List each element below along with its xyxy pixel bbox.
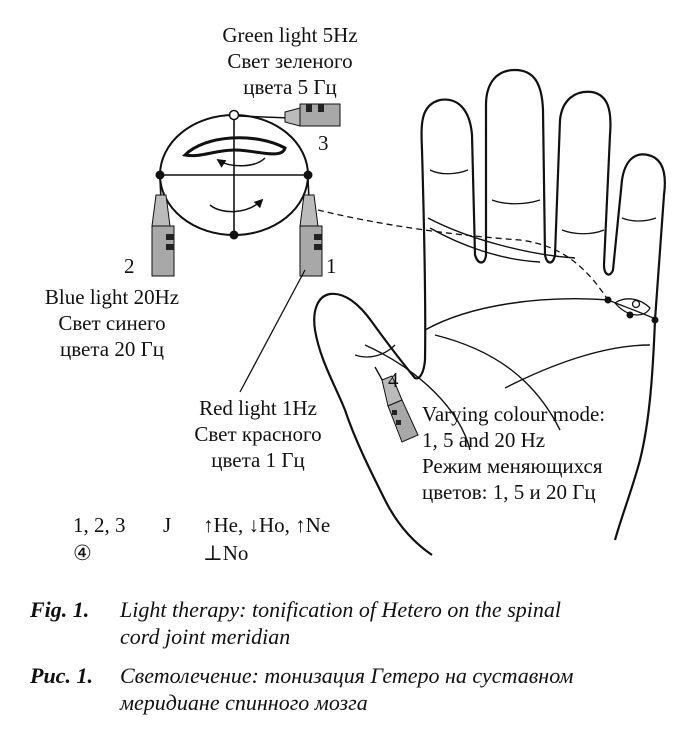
ellipse-point: [303, 170, 313, 180]
rotation-arrow: [209, 198, 264, 213]
caption-line: Fig. 1. Light therapy: tonification of He…: [30, 596, 561, 623]
label-line: Свет зеленого: [227, 49, 353, 73]
palm-crease: [429, 227, 541, 263]
finger-crease: [429, 169, 469, 175]
red-leader-line: [239, 269, 306, 393]
legend-row1-effect: ↑He, ↓Ho, ↑Ne: [203, 513, 331, 537]
palm-crease: [427, 217, 576, 259]
caption-text: Светолечение: тонизация Гетеро на сустав…: [120, 663, 574, 688]
light-pen-varying-icon: [374, 366, 419, 443]
legend-row2-number: ④: [73, 541, 92, 565]
finger-crease: [491, 199, 541, 205]
palm-crease: [434, 334, 561, 431]
red-light-label: Red light 1Hz Свет красного цвета 1 Гц: [158, 395, 358, 473]
label-line: цвета 5 Гц: [243, 75, 337, 99]
meridian-loop: [614, 298, 651, 316]
label-line: 1, 5 and 20 Hz: [422, 428, 546, 452]
pen-number-2: 2: [124, 254, 135, 278]
legend-row1-meridian: J: [163, 513, 172, 537]
rotation-arrow: [216, 157, 266, 168]
varying-mode-label: Varying colour mode: 1, 5 and 20 Hz Режи…: [422, 401, 605, 505]
light-pen-green-icon: [237, 103, 341, 127]
eyebrow-shape: [181, 136, 287, 158]
meridian-point-open: [631, 299, 641, 309]
light-pen-red-icon: [299, 178, 323, 277]
label-line: Свет синего: [58, 311, 166, 335]
label-line: Свет красного: [194, 422, 322, 446]
caption-label: Fig. 1.: [30, 597, 90, 622]
thumb-crease: [354, 344, 396, 358]
pen-number-1: 1: [326, 254, 337, 278]
pen-number-3: 3: [318, 131, 329, 155]
label-line: Режим меняющихся: [422, 454, 603, 478]
label-line: Varying colour mode:: [422, 402, 606, 426]
palm-crease: [364, 344, 471, 451]
label-line: Red light 1Hz: [199, 396, 317, 420]
diagram-canvas: [151, 68, 666, 556]
ellipse-point: [229, 230, 239, 240]
ellipse-point-open: [228, 109, 240, 121]
label-line: Blue light 20Hz: [44, 285, 180, 309]
finger-crease: [561, 229, 605, 235]
palm-crease: [504, 344, 651, 389]
ellipse-point: [155, 170, 165, 180]
dashed-connector: [317, 209, 609, 301]
palm-crease: [424, 298, 611, 331]
label-line: цвета 20 Гц: [60, 337, 164, 361]
caption-text: меридиане спинного мозга: [120, 690, 368, 715]
legend-row2-effect: ⊥No: [203, 541, 249, 565]
green-light-label: Green light 5Hz Свет зеленого цвета 5 Гц: [190, 22, 390, 100]
meridian-point: [626, 311, 634, 319]
caption-ru: Рис. 1. Светолечение: тонизация Гетеро на…: [30, 662, 573, 716]
label-line: Green light 5Hz: [222, 23, 358, 47]
caption-en: Fig. 1. Light therapy: tonification of He…: [30, 596, 561, 650]
label-line: цветов: 1, 5 и 20 Гц: [422, 480, 596, 504]
finger-crease: [621, 217, 657, 222]
light-pen-blue-icon: [151, 178, 175, 277]
meridian-point: [651, 316, 659, 324]
caption-line: Рис. 1. Светолечение: тонизация Гетеро на…: [30, 662, 573, 689]
hand-outline: [313, 68, 666, 556]
caption-label: Рис. 1.: [30, 663, 93, 688]
pen-number-4: 4: [388, 368, 399, 392]
blue-light-label: Blue light 20Hz Свет синего цвета 20 Гц: [12, 284, 212, 362]
caption-text: cord joint meridian: [120, 624, 291, 649]
label-line: цвета 1 Гц: [211, 448, 305, 472]
caption-text: Light therapy: tonification of Hetero on…: [120, 597, 561, 622]
legend-row1-numbers: 1, 2, 3: [73, 513, 126, 537]
